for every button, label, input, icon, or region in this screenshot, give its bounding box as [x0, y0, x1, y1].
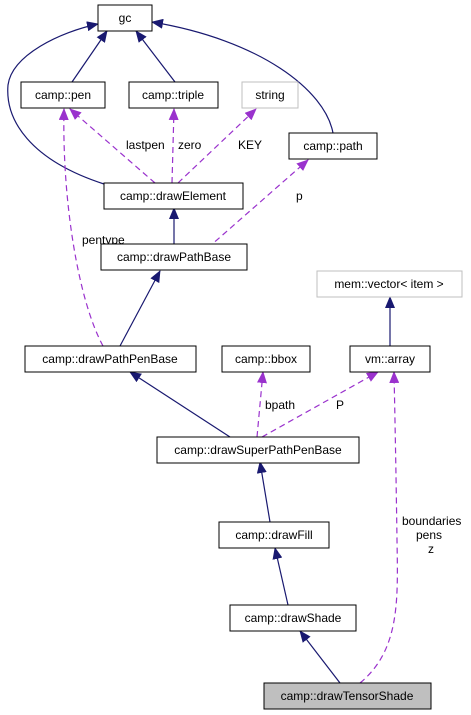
edge-pen-to-gc	[71, 30, 108, 83]
node-bbox-label: camp::bbox	[235, 352, 297, 366]
node-drawsuperpathpenbase-label: camp::drawSuperPathPenBase	[174, 443, 342, 457]
node-gc-label: gc	[119, 11, 132, 25]
label-pens: pens	[416, 528, 442, 542]
node-string-label: string	[255, 88, 284, 102]
node-drawshade[interactable]: camp::drawShade	[229, 604, 357, 632]
edge-path-to-gc	[151, 18, 334, 134]
inheritance-edges	[7, 18, 395, 684]
node-memvector-label: mem::vector< item >	[334, 277, 443, 291]
node-drawfill[interactable]: camp::drawFill	[218, 521, 330, 549]
label-p: p	[296, 189, 303, 203]
edge-triple-to-gc	[135, 30, 176, 83]
node-string[interactable]: string	[241, 81, 299, 109]
node-drawelement[interactable]: camp::drawElement	[103, 182, 244, 210]
label-lastpen: lastpen	[126, 138, 165, 152]
edge-p	[184, 159, 309, 269]
edge-lastpen	[69, 108, 156, 184]
label-zero: zero	[178, 138, 202, 152]
node-drawelement-label: camp::drawElement	[120, 189, 227, 203]
label-key: KEY	[238, 138, 262, 152]
node-drawtensorshade[interactable]: camp::drawTensorShade	[263, 682, 432, 710]
node-drawpathbase[interactable]: camp::drawPathBase	[100, 243, 248, 271]
node-pen[interactable]: camp::pen	[20, 81, 106, 109]
edge-superpath-to-drawpathpenbase	[129, 371, 231, 438]
node-vmarray[interactable]: vm::array	[349, 345, 431, 373]
node-drawpathpenbase-label: camp::drawPathPenBase	[42, 352, 178, 366]
node-triple[interactable]: camp::triple	[128, 81, 219, 109]
edge-drawshade-to-drawfill	[272, 547, 289, 606]
label-P: P	[336, 398, 344, 412]
edge-drawpathpenbase-to-drawpathbase	[119, 270, 161, 347]
node-drawsuperpathpenbase[interactable]: camp::drawSuperPathPenBase	[156, 436, 360, 464]
edge-tensorshade-to-drawshade	[299, 630, 341, 684]
edge-zero	[168, 108, 179, 184]
node-drawpathpenbase[interactable]: camp::drawPathPenBase	[24, 345, 197, 373]
node-drawfill-label: camp::drawFill	[235, 528, 312, 542]
edge-drawelement-to-gc	[7, 21, 105, 185]
usage-edges	[58, 108, 400, 684]
node-vmarray-label: vm::array	[365, 352, 415, 366]
edge-labels: lastpen zero KEY p pentype bpath P bound…	[82, 138, 461, 556]
node-pen-label: camp::pen	[35, 88, 91, 102]
edge-P	[261, 371, 379, 438]
node-gc[interactable]: gc	[97, 4, 153, 32]
edge-pentype	[58, 108, 104, 347]
node-bbox[interactable]: camp::bbox	[221, 345, 311, 373]
edge-drawfill-to-superpath	[256, 461, 271, 523]
node-triple-label: camp::triple	[142, 88, 204, 102]
node-drawpathbase-label: camp::drawPathBase	[117, 250, 231, 264]
node-path[interactable]: camp::path	[288, 132, 378, 160]
edge-boundaries	[359, 371, 400, 684]
label-boundaries: boundaries	[402, 514, 461, 528]
edge-key	[177, 108, 257, 184]
label-z: z	[428, 542, 434, 556]
node-drawtensorshade-label: camp::drawTensorShade	[281, 689, 414, 703]
edge-bpath	[256, 371, 267, 438]
node-path-label: camp::path	[303, 139, 362, 153]
label-bpath: bpath	[265, 398, 295, 412]
node-memvector[interactable]: mem::vector< item >	[316, 270, 463, 298]
node-drawshade-label: camp::drawShade	[245, 611, 342, 625]
